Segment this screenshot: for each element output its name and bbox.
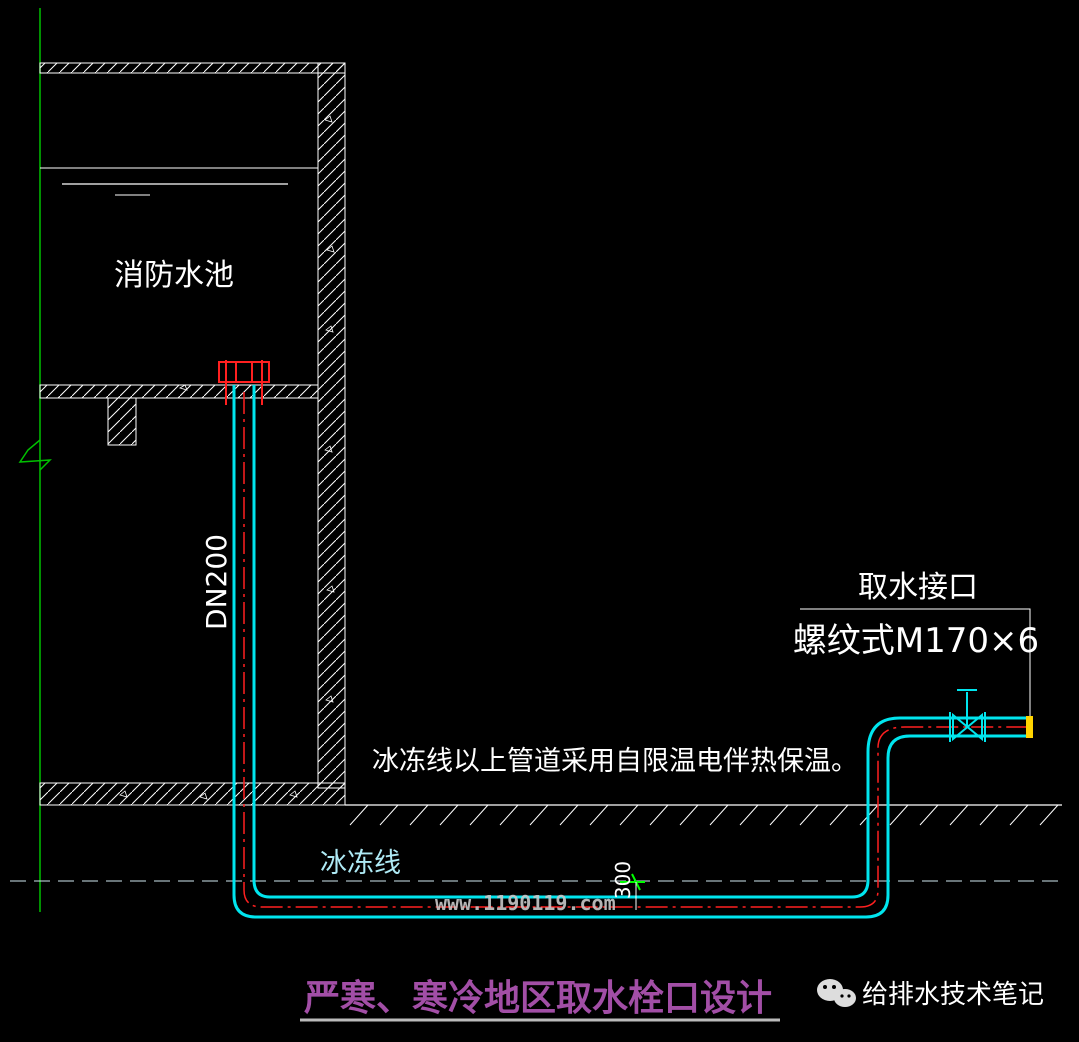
outlet-title: 取水接口 [858,570,978,605]
fire-water-tank [39,62,346,806]
main-title: 严寒、寒冷地区取水栓口设计 [304,978,772,1019]
pool-label: 消防水池 [114,258,234,293]
wechat-account: 给排水技术笔记 [862,980,1044,1010]
wechat-icon [817,979,856,1007]
outlet-spec: 螺纹式M170×6 [793,621,1039,661]
dimension-label: 300 [611,861,635,899]
outlet-leader [800,608,1031,716]
watermark: www.1190119.com [435,891,616,915]
insulation-note: 冰冻线以上管道采用自限温电伴热保温。 [372,746,858,777]
ground-line [345,804,1062,826]
pipe-size-label: DN200 [200,534,233,630]
wall-flange [218,360,270,405]
gate-valve-icon [949,689,986,742]
left-axis-line [18,8,52,912]
dn200-pipe [232,385,1028,919]
outlet-cap [1026,716,1033,738]
frost-line-label: 冰冻线 [320,848,401,879]
dimension-mark [620,873,645,910]
